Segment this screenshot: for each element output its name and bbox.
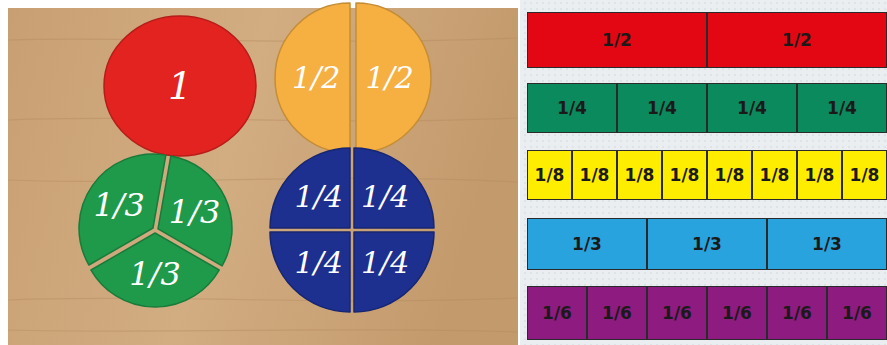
felt-outline xyxy=(270,232,350,312)
strip-panel xyxy=(520,0,887,345)
fraction-label: 1/8 xyxy=(715,165,745,185)
fraction-strip: 1/8 xyxy=(752,150,797,200)
felt-outline xyxy=(275,3,350,153)
felt-piece: 1/4 xyxy=(352,146,436,230)
fraction-strip: 1/8 xyxy=(572,150,617,200)
fraction-strip: 1/6 xyxy=(647,286,707,340)
fraction-label: 1/3 xyxy=(812,234,842,254)
felt-piece: 1/4 xyxy=(268,230,352,314)
felt-outline xyxy=(91,233,219,307)
felt-outline xyxy=(104,16,256,156)
fraction-label: 1/8 xyxy=(670,165,700,185)
felt-piece: 1/2 xyxy=(273,1,352,155)
felt-outline xyxy=(356,3,431,153)
felt-piece: 1/3 xyxy=(89,231,221,309)
fraction-strip: 1/3 xyxy=(767,218,887,270)
fraction-label: 1/4 xyxy=(295,182,343,212)
panel-dots xyxy=(520,0,887,345)
fraction-strip: 1/8 xyxy=(617,150,662,200)
felt-outline xyxy=(354,232,434,312)
fraction-strip: 1/6 xyxy=(827,286,887,340)
fraction-label: 1/6 xyxy=(782,303,812,323)
fraction-strip: 1/2 xyxy=(707,12,887,68)
fraction-strip: 1/6 xyxy=(707,286,767,340)
fraction-label: 1/6 xyxy=(542,303,572,323)
fraction-strip: 1/8 xyxy=(842,150,887,200)
fraction-label: 1/6 xyxy=(842,303,872,323)
fraction-label: 1/3 xyxy=(692,234,722,254)
fraction-label: 1/8 xyxy=(580,165,610,185)
felt-piece: 1/4 xyxy=(352,230,436,314)
felt-piece: 1/2 xyxy=(354,1,433,155)
fraction-strip: 1/8 xyxy=(707,150,752,200)
fraction-label: 1/4 xyxy=(737,98,767,118)
fraction-label: 1/3 xyxy=(572,234,602,254)
fraction-label: 1/8 xyxy=(805,165,835,185)
fraction-label: 1/4 xyxy=(361,182,409,212)
fraction-strip: 1/3 xyxy=(527,218,647,270)
felt-piece: 1/4 xyxy=(268,146,352,230)
fraction-strip: 1/3 xyxy=(647,218,767,270)
fraction-label: 1/2 xyxy=(366,63,414,93)
fraction-strip: 1/6 xyxy=(527,286,587,340)
fraction-label: 1/8 xyxy=(850,165,880,185)
fraction-label: 1/4 xyxy=(827,98,857,118)
fraction-label: 1/4 xyxy=(361,248,409,278)
fraction-strip: 1/2 xyxy=(527,12,707,68)
fraction-label: 1/2 xyxy=(602,30,632,50)
fraction-strip: 1/4 xyxy=(707,83,797,133)
fraction-label: 1/2 xyxy=(292,63,340,93)
fraction-strip: 1/8 xyxy=(662,150,707,200)
fraction-label: 1/8 xyxy=(760,165,790,185)
wood-grain xyxy=(8,38,518,332)
fraction-label: 1/8 xyxy=(535,165,565,185)
felt-outline xyxy=(270,148,350,228)
fraction-label: 1 xyxy=(168,67,192,105)
fraction-label: 1/3 xyxy=(129,258,181,290)
fraction-label: 1/6 xyxy=(602,303,632,323)
fraction-label: 1/8 xyxy=(625,165,655,185)
fraction-strip: 1/6 xyxy=(767,286,827,340)
fraction-label: 1/2 xyxy=(782,30,812,50)
felt-outline xyxy=(354,148,434,228)
fraction-label: 1/4 xyxy=(557,98,587,118)
fraction-strip: 1/4 xyxy=(797,83,887,133)
fraction-label: 1/6 xyxy=(722,303,752,323)
fraction-strip: 1/4 xyxy=(527,83,617,133)
fraction-label: 1/3 xyxy=(169,196,221,228)
fraction-label: 1/4 xyxy=(647,98,677,118)
wood-table xyxy=(8,8,518,345)
fraction-strip: 1/4 xyxy=(617,83,707,133)
fraction-label: 1/6 xyxy=(662,303,692,323)
fraction-strip: 1/8 xyxy=(797,150,842,200)
fraction-label: 1/4 xyxy=(295,248,343,278)
felt-circle: 1 xyxy=(103,15,257,157)
fraction-label: 1/3 xyxy=(93,189,145,221)
fraction-strip: 1/8 xyxy=(527,150,572,200)
fraction-strip: 1/6 xyxy=(587,286,647,340)
